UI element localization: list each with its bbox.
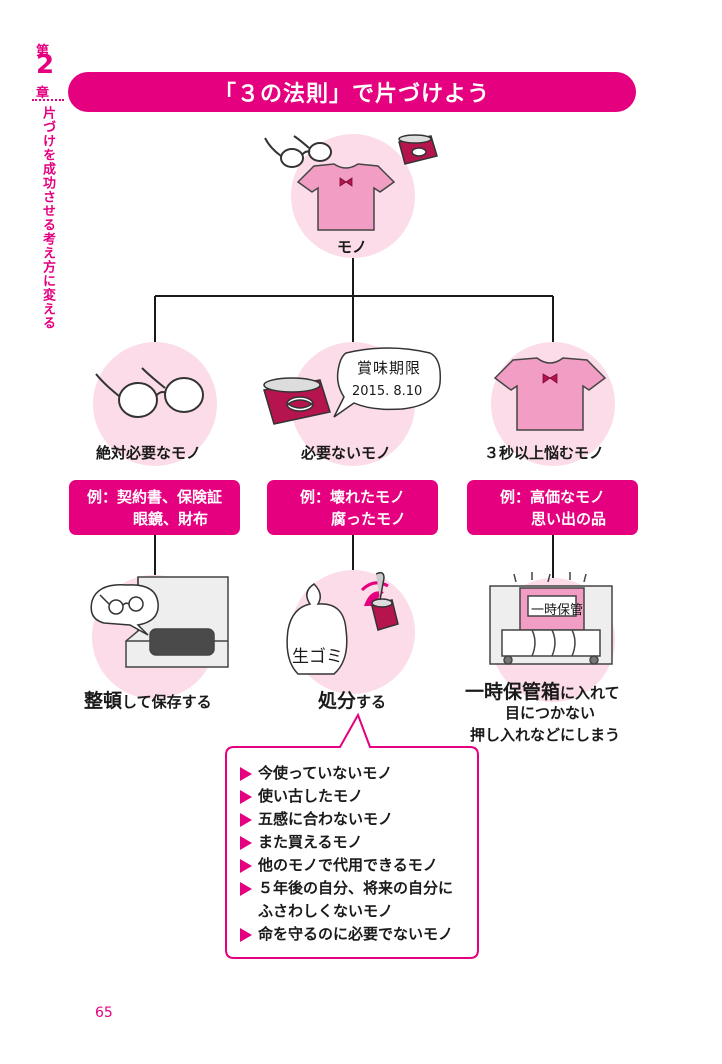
can-icon [263,377,331,425]
chapter-divider [32,99,64,101]
result-text: に入れて [560,684,620,702]
garbage-label: 生ゴミ [292,647,343,667]
triangle-bullet-icon [240,813,252,827]
tshirt-icon [296,163,396,231]
example-line: 例：高価なモノ [499,487,605,506]
glasses-icon [264,135,332,168]
triangle-bullet-icon [240,790,252,804]
callout-list: 今使っていないモノ 使い古したモノ 五感に合わないモノ また買えるモノ 他のモノ… [240,762,453,946]
list-item: 使い古したモノ [240,785,453,808]
chapter-label: 第 [36,44,50,59]
expiry-date: 2015. 8.10 [352,384,423,399]
expiry-title: 賞味期限 [357,359,422,377]
page-number: 65 [95,1005,113,1021]
list-item: 今使っていないモノ [240,762,453,785]
branch-1-result: 整頓して保存する [84,686,212,713]
triangle-bullet-icon [240,859,252,873]
result-text: する [356,693,387,711]
example-line: 例：壊れたモノ [299,487,405,506]
glasses-icon [95,367,204,418]
list-item: 命を守るのに必要でないモノ [240,923,453,946]
chapter-suffix: 章 [36,86,50,101]
tshirt-icon [493,357,607,431]
branch-3-label: ３秒以上悩むモノ [484,444,605,462]
example-line: 眼鏡、財布 [132,509,208,528]
triangle-bullet-icon [240,836,252,850]
list-item: ５年後の自分、将来の自分にふさわしくないモノ [240,877,453,923]
garbage-illustration [286,571,399,675]
branch-1-examples: 例：契約書、保険証 眼鏡、財布 [69,480,240,535]
callout-frame [225,712,479,959]
example-line: 思い出の品 [530,509,606,528]
result-text: 目につかない [505,704,596,722]
list-item: 他のモノで代用できるモノ [240,854,453,877]
branch-3-result: 一時保管箱に入れて [465,677,620,704]
chapter-number: 2 [36,50,55,80]
triangle-bullet-icon [240,767,252,781]
example-line: 例：契約書、保険証 [86,487,222,506]
example-line: 腐ったモノ [330,509,406,528]
triangle-bullet-icon [240,928,252,942]
result-text: 押し入れなどにしまう [470,726,621,744]
expiry-bubble [333,347,442,418]
branch-2-result: 処分する [318,686,386,713]
triangle-bullet-icon [240,882,252,896]
storage-box-label: 一時保管 [531,603,584,618]
title-banner: 「３の法則」で片づけよう [68,72,636,112]
list-item: 五感に合わないモノ [240,808,453,831]
result-keyword: 整頓 [84,690,123,712]
branch-1-label: 絶対必要なモノ [96,444,202,462]
result-keyword: 一時保管箱 [465,681,561,703]
list-item-continuation: ふさわしくないモノ [258,902,394,920]
chapter-title: 片づけを成功させる考え方に変える [40,106,55,330]
can-icon [398,134,438,165]
branch-2-label: 必要ないモノ [301,444,392,462]
branch-2-examples: 例：壊れたモノ 腐ったモノ [267,480,438,535]
result-text: して保存する [122,693,212,711]
drawer-illustration [90,576,229,668]
branch-3-examples: 例：高価なモノ 思い出の品 [467,480,638,535]
result-keyword: 処分 [318,690,357,712]
storage-box-illustration [489,572,613,665]
root-label: モノ [337,238,368,256]
list-item: また買えるモノ [240,831,453,854]
